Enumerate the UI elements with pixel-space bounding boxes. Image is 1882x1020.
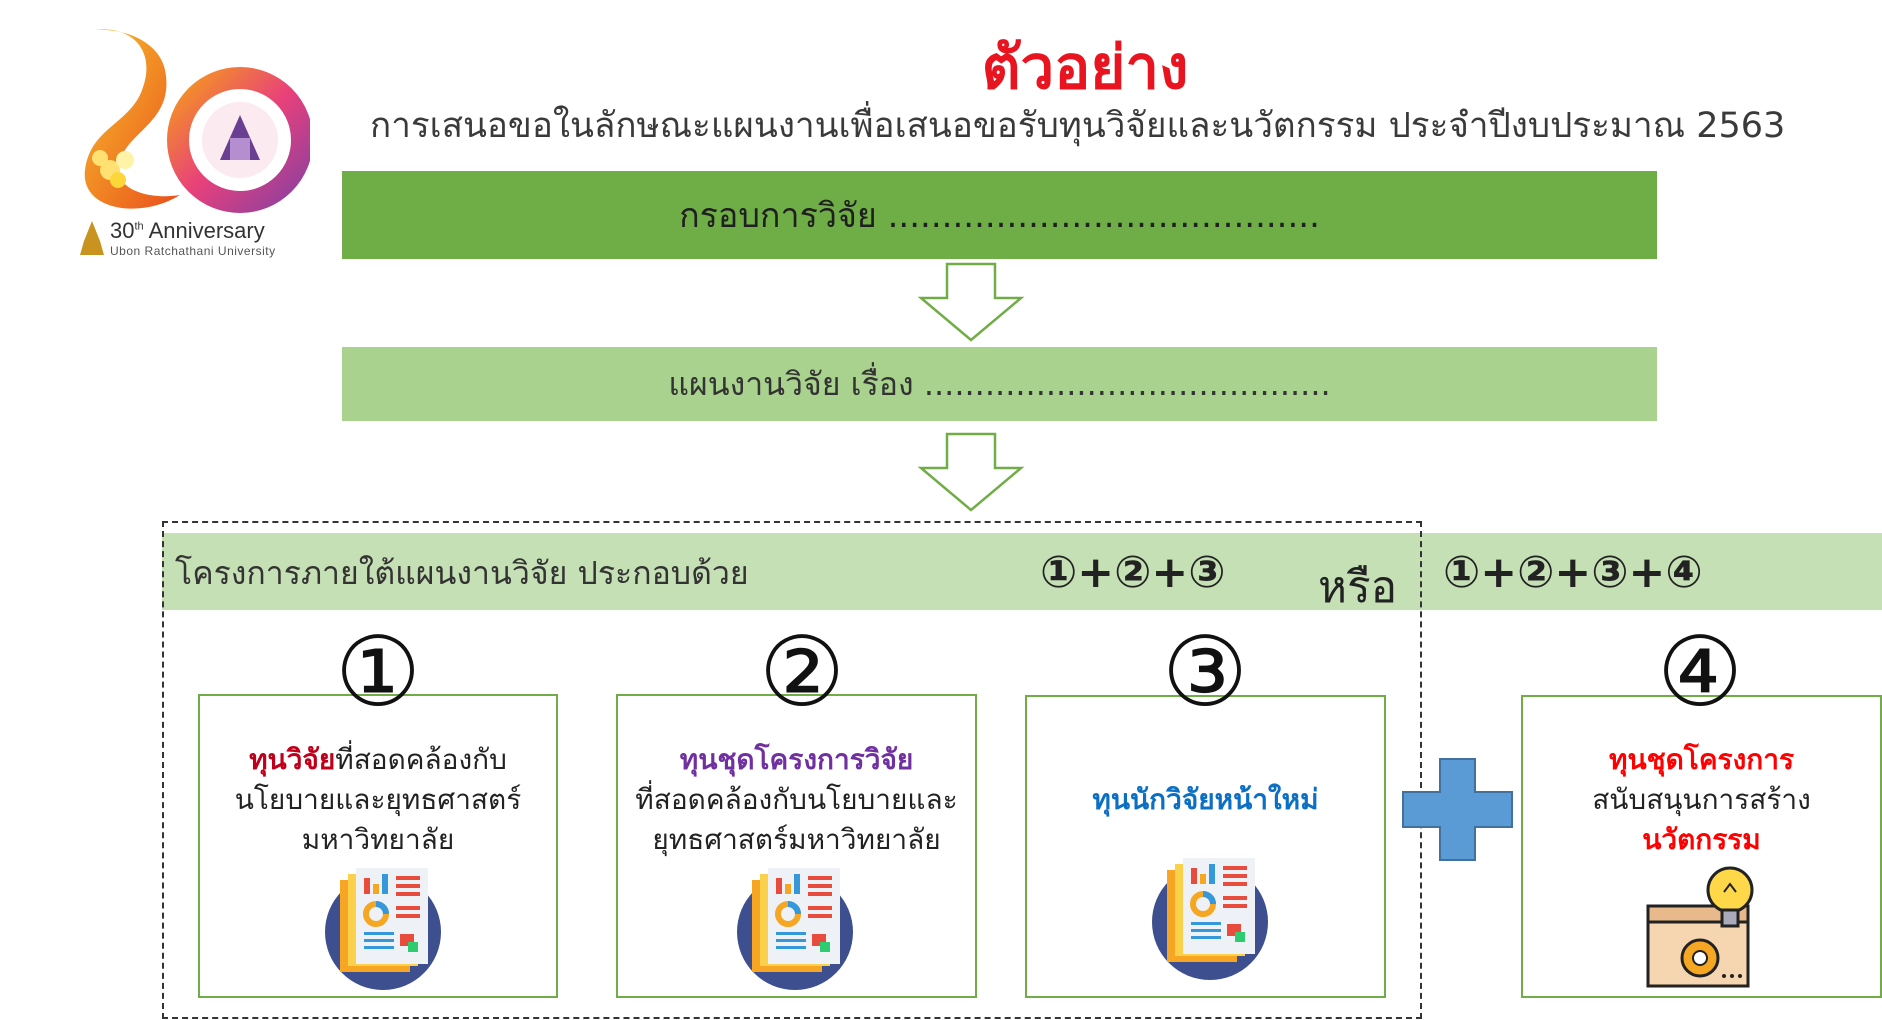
temple-icon (80, 221, 104, 255)
card-1-text-b: นโยบายและยุทธศาสตร์ (234, 783, 522, 816)
page-subtitle: การเสนอขอในลักษณะแผนงานเพื่อเสนอขอรับทุน… (370, 106, 1786, 146)
card-4-text: ทุนชุดโครงการ สนับสนุนการสร้าง นวัตกรรม (1531, 740, 1872, 860)
report-document-icon (730, 862, 860, 992)
page-title: ตัวอย่าง (981, 33, 1189, 103)
card-1-text: ทุนวิจัยที่สอดคล้องกับ นโยบายและยุทธศาสต… (208, 740, 548, 860)
down-arrow-icon (917, 262, 1025, 342)
report-document-icon (1145, 852, 1275, 982)
plus-icon (1400, 757, 1515, 866)
or-word: หรือ (1318, 562, 1398, 613)
card-3-highlight: ทุนนักวิจัยหน้าใหม่ (1092, 783, 1319, 816)
card-2-text-a: ที่สอดคล้องกับนโยบายและ (635, 783, 958, 816)
university-name: Ubon Ratchathani University (110, 244, 276, 258)
research-plan-label: แผนงานวิจัย เรื่อง .....................… (668, 364, 1331, 403)
research-plan-bar: แผนงานวิจัย เรื่อง .....................… (342, 347, 1657, 421)
research-framework-bar: กรอบการวิจัย ...........................… (342, 171, 1657, 259)
down-arrow-icon (917, 432, 1025, 512)
card-number-4: ④ (1656, 616, 1744, 728)
card-2-text: ทุนชุดโครงการวิจัย ที่สอดคล้องกับนโยบายแ… (626, 740, 967, 860)
card-4-highlight: ทุนชุดโครงการ (1609, 743, 1794, 776)
report-document-icon (318, 862, 448, 992)
card-1-text-c: มหาวิทยาลัย (301, 823, 455, 856)
combination-a: ①+②+③ (1040, 547, 1226, 598)
university-logo (70, 20, 313, 260)
combination-b: ①+②+③+④ (1443, 547, 1703, 598)
card-4-text-a: สนับสนุนการสร้าง (1592, 783, 1811, 816)
logo-caption: 30th Anniversary Ubon Ratchathani Univer… (80, 218, 320, 258)
projects-band (162, 533, 1882, 610)
anniversary-word: Anniversary (148, 218, 265, 243)
combination-dashed-region (162, 521, 1422, 1019)
card-number-3: ③ (1161, 616, 1249, 728)
card-2-highlight: ทุนชุดโครงการวิจัย (679, 743, 914, 776)
innovation-lightbulb-icon (1640, 862, 1770, 992)
card-4-highlight-b: นวัตกรรม (1642, 823, 1761, 856)
card-3-text: ทุนนักวิจัยหน้าใหม่ (1035, 780, 1376, 820)
card-2-text-b: ยุทธศาสตร์มหาวิทยาลัย (652, 823, 941, 856)
card-number-1: ① (334, 616, 422, 728)
projects-band-label: โครงการภายใต้แผนงานวิจัย ประกอบด้วย (175, 554, 749, 592)
anniversary-suffix: th (134, 220, 144, 233)
card-1-highlight: ทุนวิจัย (249, 743, 336, 776)
card-1-text-a: ที่สอดคล้องกับ (335, 743, 507, 776)
card-number-2: ② (758, 616, 846, 728)
anniversary-number: 30 (110, 218, 135, 243)
research-framework-label: กรอบการวิจัย ...........................… (679, 196, 1320, 236)
